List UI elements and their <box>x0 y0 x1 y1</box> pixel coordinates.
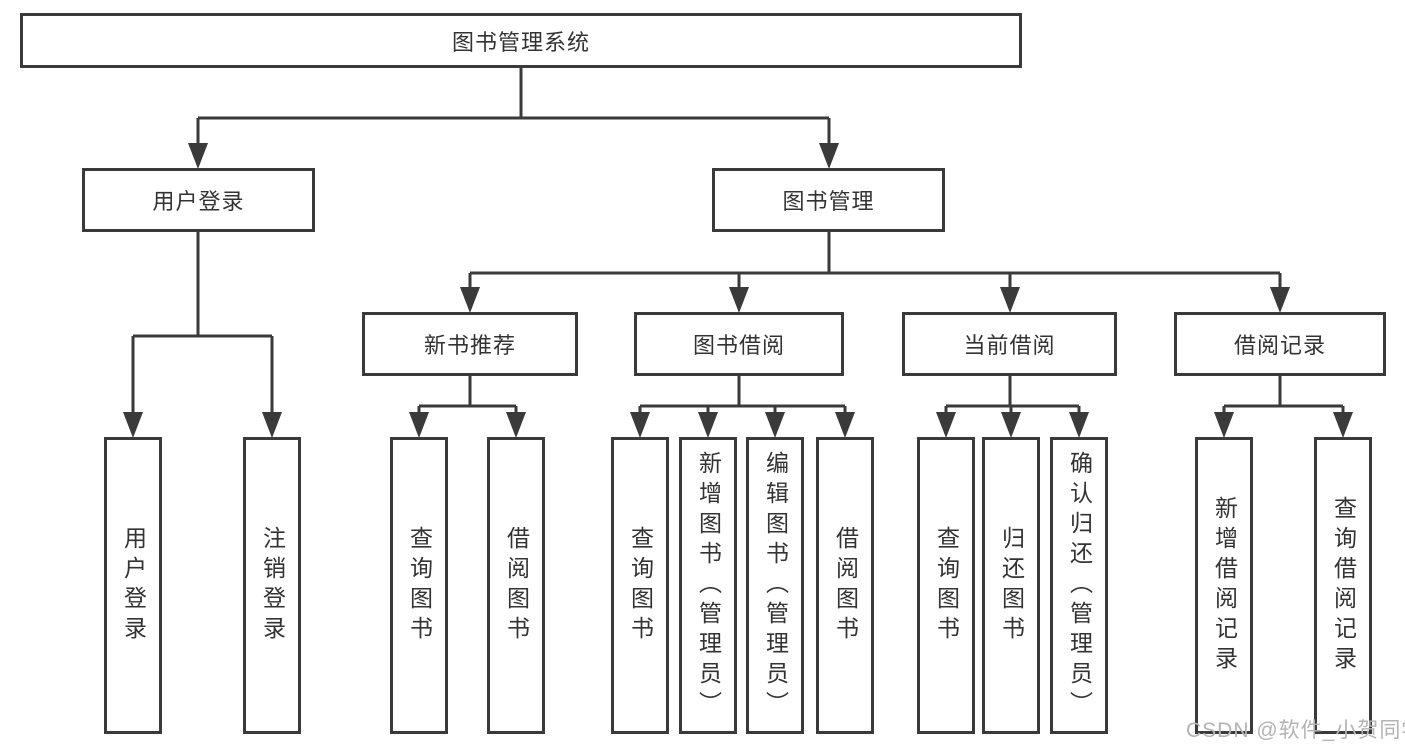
leaf-add-books-admin: 新增图书（管理员） <box>679 437 737 734</box>
arrowhead-down-icon <box>188 143 208 169</box>
arrowhead-down-icon <box>835 412 855 438</box>
leaf-query-books-borrowing: 查询图书 <box>611 437 669 734</box>
watermark: CSDN @软件_小贺同学 <box>1186 719 1405 742</box>
node-book-management: 图书管理 <box>712 168 945 232</box>
arrowhead-down-icon <box>698 412 718 438</box>
leaf-logout: 注销登录 <box>243 437 301 734</box>
arrowhead-down-icon <box>729 287 749 313</box>
leaf-query-borrow-record: 查询借阅记录 <box>1314 437 1372 734</box>
arrowhead-down-icon <box>819 143 839 169</box>
leaf-borrow-books-borrowing: 借阅图书 <box>816 437 874 734</box>
arrowhead-down-icon <box>123 412 143 438</box>
arrowhead-down-icon <box>460 287 480 313</box>
leaf-query-books-recommend: 查询图书 <box>390 437 448 734</box>
node-new-book-recommendation: 新书推荐 <box>362 312 578 376</box>
leaf-query-books-current: 查询图书 <box>917 437 975 734</box>
arrowhead-down-icon <box>936 412 956 438</box>
node-book-borrowing: 图书借阅 <box>634 312 844 376</box>
leaf-add-borrow-record: 新增借阅记录 <box>1195 437 1253 734</box>
arrowhead-down-icon <box>506 412 526 438</box>
leaf-edit-books-admin: 编辑图书（管理员） <box>746 437 804 734</box>
node-borrowing-records: 借阅记录 <box>1174 312 1386 376</box>
arrowhead-down-icon <box>1069 412 1089 438</box>
arrowhead-down-icon <box>409 412 429 438</box>
arrowhead-down-icon <box>1000 287 1020 313</box>
leaf-borrow-books-recommend: 借阅图书 <box>487 437 545 734</box>
arrowhead-down-icon <box>1214 412 1234 438</box>
arrowhead-down-icon <box>1333 412 1353 438</box>
arrowhead-down-icon <box>1270 287 1290 313</box>
leaf-user-login: 用户登录 <box>104 437 162 734</box>
node-user-login: 用户登录 <box>82 168 315 232</box>
leaf-confirm-return-admin: 确认归还（管理员） <box>1050 437 1108 734</box>
arrowhead-down-icon <box>765 412 785 438</box>
arrowhead-down-icon <box>1001 412 1021 438</box>
arrowhead-down-icon <box>630 412 650 438</box>
node-current-borrowing: 当前借阅 <box>902 312 1117 376</box>
arrowhead-down-icon <box>262 412 282 438</box>
node-library-management-system: 图书管理系统 <box>20 13 1022 68</box>
leaf-return-books: 归还图书 <box>982 437 1040 734</box>
